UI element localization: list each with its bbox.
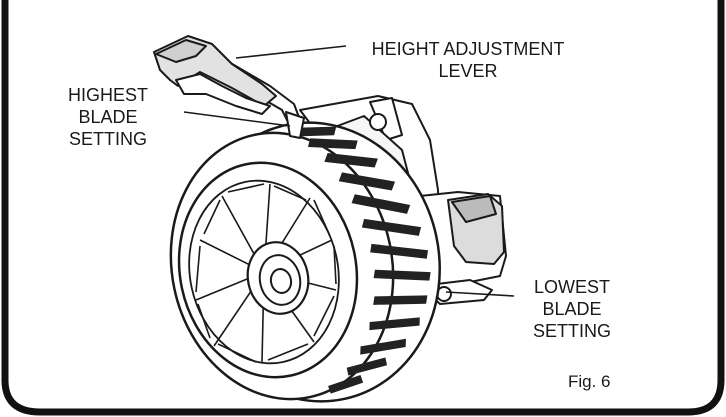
leader-lines: [183, 45, 515, 297]
label-line: SETTING: [532, 321, 611, 341]
label-line: BLADE: [78, 107, 138, 127]
leader-line-highest: [183, 111, 291, 127]
tire-tread: [289, 126, 431, 394]
axle: [269, 268, 293, 294]
label-line: LEVER: [438, 61, 498, 81]
label-line: BLADE: [542, 299, 602, 319]
leader-line-height: [235, 45, 347, 59]
label-line: HEIGHT ADJUSTMENT: [371, 39, 565, 59]
leader-line-lowest: [445, 291, 515, 297]
figure-label: Fig. 6: [568, 372, 611, 391]
label-line: HIGHEST: [67, 85, 148, 105]
label-line: SETTING: [68, 129, 147, 149]
height-adjustment-lever-label: HEIGHT ADJUSTMENT LEVER: [336, 38, 600, 82]
height-adjustment-lever: [153, 35, 305, 139]
label-line: LOWEST: [533, 277, 610, 297]
wheel: [169, 121, 441, 403]
lowest-blade-setting-label: LOWEST BLADE SETTING: [514, 276, 630, 342]
highest-blade-setting-label: HIGHEST BLADE SETTING: [52, 84, 164, 150]
